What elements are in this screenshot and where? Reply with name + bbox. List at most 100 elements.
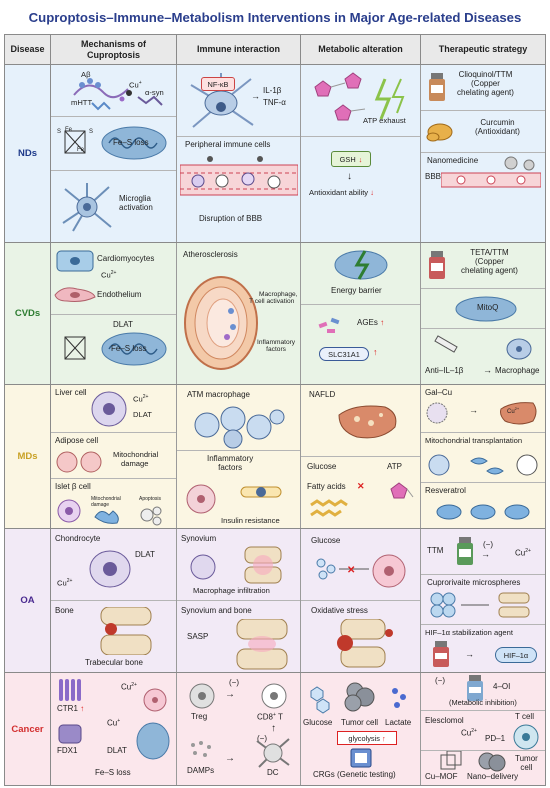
fatty-acids-label: Fatty acids — [307, 482, 346, 491]
disease-nds: NDs — [5, 65, 51, 242]
nds-immune: NF-κB IL-1β TNF-α → Peripheral immune ce… — [177, 65, 301, 242]
header-disease: Disease — [5, 35, 51, 65]
cell-icon — [143, 688, 167, 712]
mds-metab-cell-1: NAFLD — [301, 385, 420, 457]
arrow-right-icon: → — [225, 753, 235, 764]
slc31a1-box: SLC31A1 — [319, 347, 369, 361]
asyn-label: α-syn — [145, 88, 164, 97]
oa-mech-cell-2: Bone Trabecular bone — [51, 601, 176, 673]
adipose-cells-icon — [56, 451, 102, 473]
pill-bottle-icon — [457, 537, 473, 565]
fe-s-cluster-icon — [64, 336, 86, 360]
arrow-right-icon: → — [483, 365, 492, 375]
dlat-label: DLAT — [107, 746, 127, 755]
tnfa-label: TNF-α — [263, 98, 286, 107]
minus-label: (−) — [435, 676, 445, 685]
nds-mech-cell-1: Aβ Cu+ α-syn mHTT — [51, 65, 176, 117]
slc-arrow: ↑ — [373, 347, 378, 357]
figure-title: Cuproptosis–Immune–Metabolism Interventi… — [0, 0, 550, 34]
atp-exhaust-label: ATP exhaust — [363, 116, 406, 125]
glucose-block-icon: ✕ — [316, 554, 406, 588]
mds-therapy-cell-1: Gal–Cu → Cu2+ — [421, 385, 545, 433]
disease-oa: OA — [5, 529, 51, 672]
atp-label: ATP — [387, 462, 402, 471]
arrow-right-icon: → — [225, 689, 235, 700]
cvds-mech-cell-2: DLAT Fe–S loss — [51, 315, 176, 385]
nds-metab-cell-2: GSH↓ ↓ Antioxidant ability ↓ — [301, 137, 420, 243]
pill-bottle-icon — [429, 251, 445, 279]
row-nds: NDs Aβ Cu+ α-syn mHTT — [5, 65, 545, 243]
synovium-label: Synovium — [181, 534, 217, 543]
cancer-mechanisms: CTR1 ↑ Cu2+ FDX1 Cu+ DLAT Fe–S loss — [51, 673, 177, 785]
fes-loss-label: Fe–S loss — [95, 768, 131, 777]
atm-label: ATM macrophage — [187, 390, 250, 399]
blood-vessel-icon — [180, 156, 298, 196]
energy-barrier-label: Energy barrier — [331, 286, 382, 295]
apoptosis-label: Apoptosis — [139, 496, 161, 502]
cu2-label: Cu2+ — [101, 270, 117, 280]
disease-mds: MDs — [5, 385, 51, 528]
arrow-right-icon: → — [481, 549, 490, 559]
insulin-receptor-icon — [186, 484, 282, 514]
header-metabolic: Metabolic alteration — [301, 35, 421, 65]
damps-icon — [191, 741, 211, 757]
arrow-right-icon: → — [465, 649, 474, 659]
macrophage-icon — [506, 338, 532, 360]
cvds-metab-cell-2: AGEs ↑ SLC31A1 ↑ — [301, 305, 420, 385]
mac-infiltration-label: Macrophage infiltration — [193, 586, 270, 595]
mito-transplant-label: Mitochondrial transplantation — [425, 436, 523, 445]
bbb-disruption-label: Disruption of BBB — [199, 214, 263, 223]
hif-stabilization-label: HIF–1α stabilization agent — [425, 628, 513, 637]
row-mds: MDs Liver cell Cu2+ DLAT Adipose cell Mi… — [5, 385, 545, 529]
dc-cell-icon — [256, 738, 290, 768]
resveratrol-icon — [436, 504, 530, 520]
ages-label: AGEs ↑ — [357, 318, 385, 327]
cu-label: Cu2+ — [515, 548, 531, 558]
adipose-label: Adipose cell — [55, 436, 99, 445]
nanomedicine-label: Nanomedicine — [427, 156, 479, 165]
arrow-down-icon: ↓ — [347, 171, 352, 182]
curcumin-label: Curcumin(Antioxidant) — [475, 118, 520, 136]
nds-immune-cell-1: NF-κB IL-1β TNF-α → — [177, 65, 300, 137]
nds-therapy-cell-3: Nanomedicine BBB — [421, 153, 545, 243]
atp-molecule-icon — [314, 72, 405, 121]
cu1-label: Cu+ — [107, 718, 121, 728]
ttm-label: TTM — [427, 546, 444, 555]
mito-transplant-icon — [428, 454, 538, 476]
cvds-mechanisms: Cardiomyocytes Cu2+ Endothelium DLAT Fe–… — [51, 243, 177, 384]
mds-therapy-cell-3: Resveratrol — [421, 483, 545, 529]
t-cell-icon — [513, 724, 539, 750]
fatty-acid-chains-icon — [310, 499, 348, 517]
cancer-metabolic: Glucose Tumor cell Lactate glycolysis↑ C… — [301, 673, 421, 785]
tumor-metabolism-icon — [310, 682, 406, 714]
chondrocyte-icon — [89, 550, 131, 588]
minus-label: (−) — [483, 540, 493, 549]
cu-label: Cu2+ — [57, 578, 73, 588]
gal-cu-particle-icon — [426, 402, 448, 424]
cancer-immune: Treg (−) → CD8+ T (−) DAMPs DC → — [177, 673, 301, 785]
cvds-metab-cell-1: Energy barrier — [301, 243, 420, 305]
ctr1-label: CTR1 ↑ — [57, 704, 85, 713]
neuron-aggregate-icon — [73, 78, 163, 111]
arrow-up-icon: ↑ — [271, 723, 276, 734]
fe-s-cluster-icon — [64, 130, 86, 154]
fdx1-protein-icon — [58, 724, 82, 744]
trabecular-label: Trabecular bone — [85, 658, 143, 667]
mds-immune-cell-1: ATM macrophage — [177, 385, 300, 451]
oxstress-label: Oxidative stress — [311, 606, 368, 615]
tcell-label: T cell — [515, 712, 534, 721]
resveratrol-label: Resveratrol — [425, 486, 466, 495]
cu-label: Cu+ — [129, 80, 142, 90]
insulin-resistance-label: Insulin resistance — [221, 516, 280, 525]
cd8-label: CD8+ T — [257, 712, 283, 722]
cancer-metab-cell-1: Glucose Tumor cell Lactate glycolysis↑ C… — [301, 673, 420, 785]
oa-immune: Synovium Macrophage infiltration Synoviu… — [177, 529, 301, 672]
